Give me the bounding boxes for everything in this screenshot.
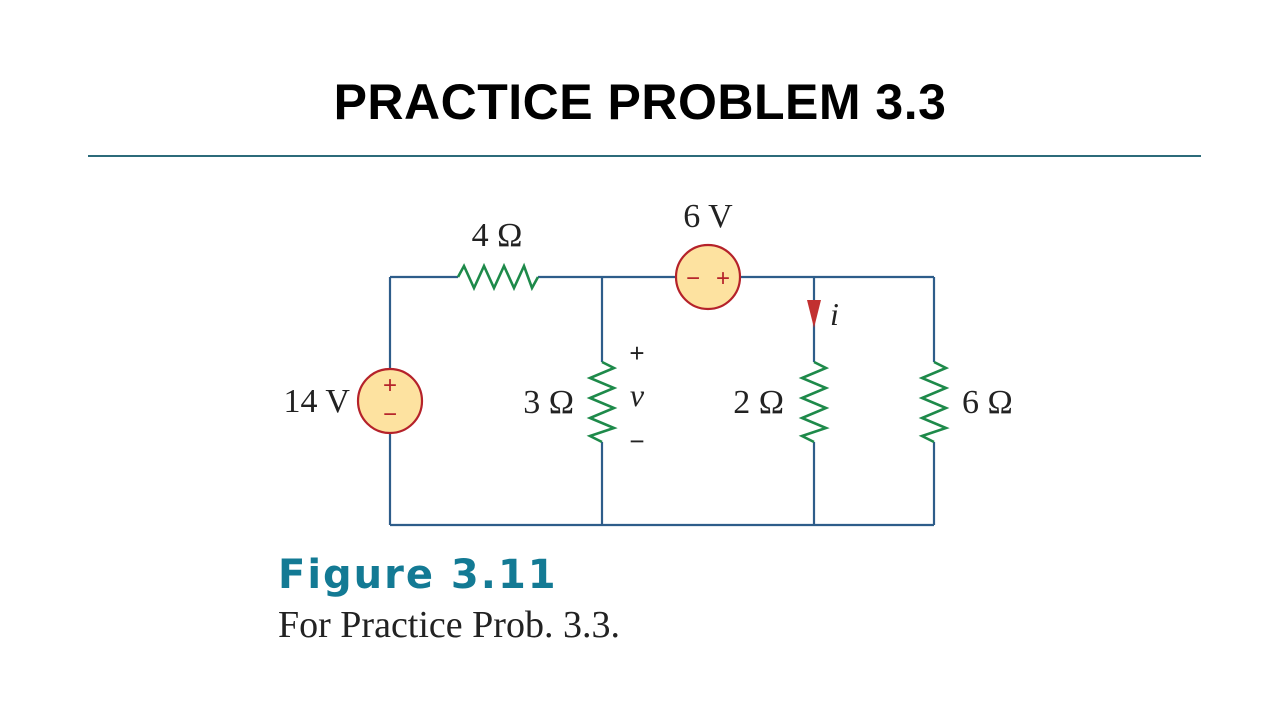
page-title: PRACTICE PROBLEM 3.3 [333, 74, 947, 130]
label-current-i: i [830, 296, 839, 332]
figure-caption: For Practice Prob. 3.3. [278, 604, 620, 646]
source-14v-minus-sign: − [383, 401, 397, 428]
resistor-3ohm [586, 360, 618, 444]
voltage-source-14v: + − [356, 367, 424, 435]
label-v-minus: − [629, 426, 644, 456]
resistor-2ohm [798, 360, 830, 444]
circuit-wires [388, 275, 936, 527]
label-3ohm: 3 Ω [523, 384, 574, 421]
title-divider [88, 155, 1201, 157]
figure-label: Figure 3.11 [278, 552, 558, 598]
current-arrow-icon [807, 300, 821, 328]
source-6v-plus-sign: + [716, 265, 730, 292]
label-2ohm: 2 Ω [733, 384, 784, 421]
label-6ohm: 6 Ω [962, 384, 1013, 421]
resistor-4ohm [456, 262, 540, 292]
label-6v: 6 V [683, 198, 733, 235]
source-14v-plus-sign: + [383, 372, 397, 399]
label-v-plus: + [629, 338, 644, 368]
source-6v-minus-sign: − [686, 265, 700, 292]
label-voltage-v: v [630, 377, 645, 413]
voltage-source-6v: − + [674, 243, 742, 311]
label-4ohm: 4 Ω [472, 217, 523, 254]
resistor-6ohm [918, 360, 950, 444]
label-14v: 14 V [284, 383, 351, 420]
